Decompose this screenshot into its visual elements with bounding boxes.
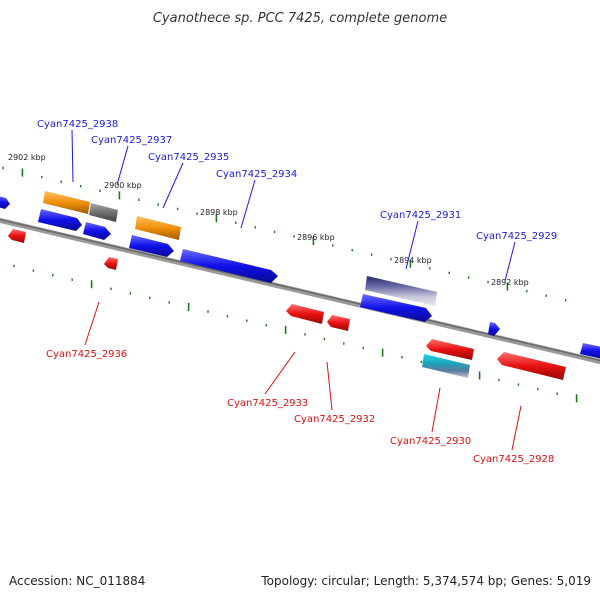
gene-label[interactable]: Cyan7425_2930 (390, 436, 471, 447)
map-title: Cyanothece sp. PCC 7425, complete genome (153, 11, 447, 26)
gene-arrow-cyan7425-2931[interactable] (360, 294, 432, 322)
accession-text: Accession: NC_011884 (9, 574, 145, 588)
gene-label[interactable]: Cyan7425_2931 (380, 210, 461, 221)
leader-lines-upper (71, 129, 516, 282)
kbp-label: 2898 kbp (200, 208, 238, 217)
kbp-label: 2900 kbp (104, 181, 142, 190)
gene-box-grey[interactable] (89, 203, 118, 222)
gene-arrow[interactable] (8, 229, 26, 243)
gene-arrow-cyan7425-2928[interactable] (497, 352, 566, 380)
lower-gene-labels: Cyan7425_2936 Cyan7425_2933 Cyan7425_293… (46, 349, 554, 465)
gene-label[interactable]: Cyan7425_2933 (227, 398, 308, 409)
plus-strand-genes (0, 191, 600, 359)
gene-label[interactable]: Cyan7425_2935 (148, 152, 229, 163)
gene-arrow-cyan7425-2932[interactable] (327, 315, 350, 331)
minus-strand-genes (8, 229, 566, 380)
gene-arrow[interactable] (580, 343, 600, 359)
gene-label[interactable]: Cyan7425_2938 (37, 119, 118, 130)
kbp-label: 2892 kbp (491, 278, 529, 287)
leader-lines-lower (84, 301, 522, 451)
genome-backbone (0, 217, 600, 365)
ruler-ticks-lower (13, 264, 578, 403)
gene-arrow[interactable] (0, 196, 10, 209)
gene-box-orange[interactable] (135, 216, 181, 240)
gene-arrow-cyan7425-2935[interactable] (129, 235, 174, 257)
kbp-label: 2896 kbp (297, 233, 335, 242)
gene-label[interactable]: Cyan7425_2936 (46, 349, 127, 360)
upper-gene-labels: Cyan7425_2938 Cyan7425_2937 Cyan7425_293… (37, 119, 557, 242)
gene-label[interactable]: Cyan7425_2928 (473, 454, 554, 465)
ruler-ticks-upper (2, 166, 567, 302)
gene-arrow-cyan7425-2934[interactable] (180, 249, 278, 283)
gene-label[interactable]: Cyan7425_2929 (476, 231, 557, 242)
genome-summary-text: Topology: circular; Length: 5,374,574 bp… (260, 574, 591, 588)
gene-arrow-cyan7425-2933[interactable] (286, 304, 324, 324)
gene-arrow-cyan7425-2930[interactable] (426, 339, 474, 360)
gene-label[interactable]: Cyan7425_2932 (294, 414, 375, 425)
gene-arrow-cyan7425-2937[interactable] (83, 222, 111, 240)
gene-label[interactable]: Cyan7425_2937 (91, 135, 172, 146)
gene-label[interactable]: Cyan7425_2934 (216, 169, 297, 180)
ruler-labels: 2902 kbp 2900 kbp 2898 kbp 2896 kbp 2894… (8, 153, 529, 287)
gene-box-violet[interactable] (365, 276, 437, 306)
gene-box-orange[interactable] (43, 191, 90, 214)
kbp-label: 2902 kbp (8, 153, 46, 162)
gene-box-cyan[interactable] (422, 354, 470, 378)
gene-arrow-cyan7425-2938[interactable] (38, 209, 82, 231)
gene-arrow-cyan7425-2929[interactable] (488, 322, 500, 336)
kbp-label: 2894 kbp (394, 256, 432, 265)
gene-arrow-cyan7425-2936[interactable] (104, 257, 118, 270)
